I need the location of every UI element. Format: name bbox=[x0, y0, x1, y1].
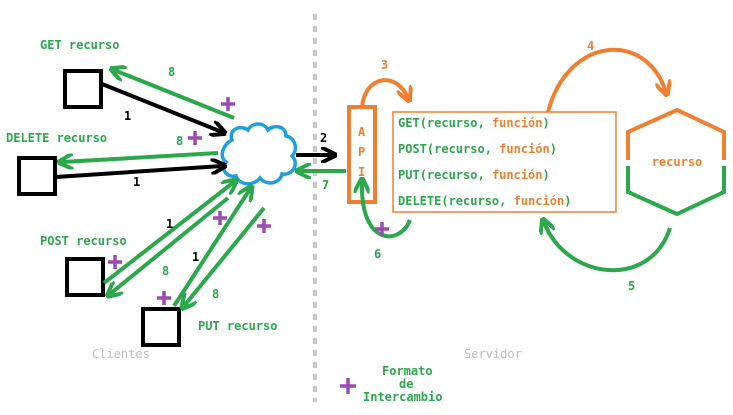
server-section-label: Servidor bbox=[464, 347, 522, 361]
exchange-format-marks bbox=[108, 97, 389, 394]
client-post-box bbox=[65, 257, 105, 297]
resource-label: recurso bbox=[652, 155, 703, 169]
resource-to-methods-arrow bbox=[544, 222, 672, 273]
plus-icon bbox=[108, 255, 122, 269]
step-1-get: 1 bbox=[124, 109, 131, 123]
resource-hexagon-top bbox=[626, 107, 726, 160]
response-arrow-get bbox=[114, 70, 235, 120]
method-get: GET(recurso, función) bbox=[398, 116, 550, 130]
client-post-label: POST recurso bbox=[40, 234, 127, 248]
step-3: 3 bbox=[381, 58, 388, 72]
client-put-label: PUT recurso bbox=[198, 319, 277, 333]
api-letter-p: P bbox=[358, 145, 365, 159]
step-8-get: 8 bbox=[168, 65, 175, 79]
client-put-box bbox=[141, 307, 181, 347]
method-post: POST(recurso, función) bbox=[398, 142, 557, 156]
request-arrow-get bbox=[101, 82, 222, 132]
step-1-delete: 1 bbox=[133, 175, 140, 189]
plus-icon bbox=[340, 378, 356, 394]
resource-hexagon-bottom bbox=[626, 166, 726, 217]
request-arrow-put bbox=[172, 189, 250, 308]
legend-line-3: Intercambio bbox=[363, 390, 442, 404]
client-get-label: GET recurso bbox=[40, 38, 119, 52]
step-8-post: 8 bbox=[162, 264, 169, 278]
legend-line-1: Formato bbox=[382, 364, 433, 378]
response-arrow-post bbox=[110, 196, 230, 294]
plus-icon bbox=[375, 222, 389, 236]
request-arrow-delete bbox=[55, 166, 222, 179]
legend-line-2: de bbox=[399, 377, 413, 391]
methods-box bbox=[392, 111, 617, 213]
api-letter-i: I bbox=[358, 165, 365, 179]
step-2: 2 bbox=[320, 131, 327, 145]
step-8-delete: 8 bbox=[176, 134, 183, 148]
step-4: 4 bbox=[587, 39, 594, 53]
step-6: 6 bbox=[374, 247, 381, 261]
step-1-put: 1 bbox=[192, 250, 199, 264]
api-letter-a: A bbox=[358, 125, 366, 139]
api-to-methods-arrow bbox=[360, 78, 408, 109]
step-7: 7 bbox=[322, 178, 329, 192]
client-get-box bbox=[63, 69, 103, 109]
client-delete-box bbox=[17, 156, 57, 196]
request-arrow-post bbox=[102, 182, 234, 285]
clients-section-label: Clientes bbox=[92, 347, 150, 361]
plus-icon bbox=[157, 291, 171, 305]
step-8-put: 8 bbox=[212, 287, 219, 301]
response-arrow-delete bbox=[62, 151, 219, 162]
response-arrow-put bbox=[184, 206, 266, 306]
internet-cloud-icon bbox=[220, 122, 298, 186]
plus-icon bbox=[257, 219, 271, 233]
method-delete: DELETE(recurso, función) bbox=[398, 194, 571, 208]
plus-icon bbox=[221, 97, 235, 111]
plus-icon bbox=[188, 131, 202, 145]
step-5: 5 bbox=[628, 279, 635, 293]
step-1-post: 1 bbox=[166, 217, 173, 231]
method-put: PUT(recurso, función) bbox=[398, 168, 550, 182]
plus-icon bbox=[213, 211, 227, 225]
methods-to-resource-arrow bbox=[546, 47, 666, 113]
client-delete-label: DELETE recurso bbox=[6, 131, 107, 145]
